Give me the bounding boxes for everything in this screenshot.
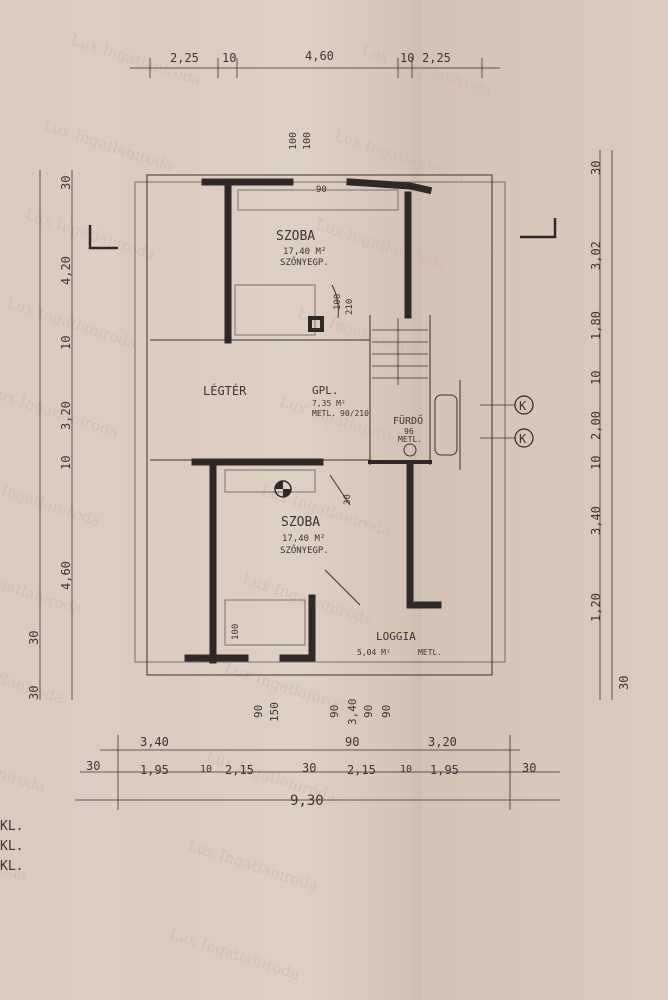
dim-right: 30	[589, 161, 603, 175]
room-area: 96	[404, 427, 414, 436]
section-marker-left	[88, 225, 118, 250]
dim-bottom: 10	[200, 764, 212, 775]
washbasin	[403, 443, 417, 457]
dim-left: 10	[59, 456, 73, 470]
room-area: 17,40 M²	[283, 247, 326, 257]
dim-left: 10	[59, 336, 73, 350]
section-marker-right	[520, 218, 557, 239]
dim-right: 1,20	[589, 593, 603, 622]
door-swing	[324, 569, 361, 606]
dim-left: 30	[27, 631, 41, 645]
bathtub	[434, 394, 458, 456]
dim-left: 4,60	[59, 561, 73, 590]
wall	[406, 461, 442, 609]
dim-left: 3,20	[59, 401, 73, 430]
dim-bottom: 1,95	[430, 763, 459, 777]
room-name: SZOBA	[276, 229, 315, 244]
dim-bottom-vertical: 90	[252, 705, 265, 718]
thick-walls	[184, 178, 442, 664]
room-floor: METL.	[398, 435, 422, 444]
room-floor: METL.	[312, 409, 336, 418]
wall	[308, 316, 324, 332]
dim-misc: 100	[231, 624, 241, 640]
dim-bottom: 30	[302, 761, 316, 775]
room-area: 7,35 M²	[312, 399, 346, 408]
dim-bottom-vertical: 90	[328, 705, 341, 718]
door-swing	[331, 284, 339, 319]
dimension-lines	[39, 58, 613, 810]
dim-bottom: 3,20	[428, 735, 457, 749]
dim-left: 30	[27, 686, 41, 700]
dim-right: 10	[589, 371, 603, 385]
bed	[234, 284, 316, 336]
room-area: 17,40 M²	[282, 534, 325, 544]
dim-top: 2,25	[422, 51, 451, 65]
wardrobe	[224, 469, 316, 493]
dim-bottom-vertical: 150	[268, 702, 281, 722]
dim-bottom: 1,95	[140, 763, 169, 777]
dim-bottom: 3,40	[140, 735, 169, 749]
dim-misc: 100	[333, 294, 343, 310]
bed	[224, 599, 306, 646]
margin-note: KL.	[0, 819, 23, 834]
margin-note: KL.	[0, 839, 23, 854]
dim-right: 1,80	[589, 311, 603, 340]
room-labels: SZOBA 17,40 M² SZŐNYEGP. LÉGTÉR GPL. 7,3…	[203, 229, 442, 657]
dim-top: 10	[400, 51, 414, 65]
dim-bottom: 2,15	[347, 763, 376, 777]
dim-top: 2,25	[170, 51, 199, 65]
wall	[279, 594, 316, 662]
dim-misc: 30	[343, 494, 353, 505]
margin-note: KL.	[0, 859, 23, 874]
room-name: LÉGTÉR	[203, 383, 247, 398]
dim-right: 2,00	[589, 411, 603, 440]
room-name: SZOBA	[281, 515, 320, 530]
dim-top: 10	[222, 51, 236, 65]
door-swing	[329, 474, 351, 506]
dim-bottom: 30	[522, 761, 536, 775]
dim-door: 100	[302, 132, 313, 150]
room-floor: SZŐNYEGP.	[280, 545, 329, 556]
dim-misc: 210	[345, 299, 355, 315]
dim-bottom-vertical: 90	[380, 705, 393, 718]
symbol-label: K	[519, 399, 527, 413]
dim-bottom-vertical: 3,40	[346, 699, 359, 726]
wardrobe	[237, 189, 399, 211]
dim-bottom: 2,15	[225, 763, 254, 777]
symbol-label: K	[519, 432, 527, 446]
wall	[346, 178, 433, 195]
dim-right: 3,02	[589, 241, 603, 270]
room-floor: SZŐNYEGP.	[280, 257, 329, 268]
dim-left: 4,20	[59, 256, 73, 285]
room-floor: METL.	[418, 648, 442, 657]
chimney-marks: K K	[480, 395, 534, 448]
chimney-symbol	[274, 480, 292, 498]
dim-right: 3,40	[589, 506, 603, 535]
dim-bottom: 10	[400, 764, 412, 775]
staircase	[372, 318, 428, 385]
dim-left: 30	[59, 176, 73, 190]
dim-total: 9,30	[290, 793, 324, 809]
margin-notes: KL. KL. KL.	[0, 819, 23, 874]
section-markers	[88, 218, 557, 250]
dim-bottom: 30	[86, 759, 100, 773]
dim-bottom-vertical: 90	[362, 705, 375, 718]
building-outline	[146, 174, 493, 676]
dim-bottom: 90	[345, 735, 359, 749]
room-area: 5,04 M²	[357, 648, 391, 657]
dim-door: 100	[288, 132, 299, 150]
inner-outline	[134, 181, 506, 663]
dim-right: 10	[589, 456, 603, 470]
room-name: GPL.	[312, 384, 339, 397]
door-size: 90/210	[340, 409, 369, 418]
dimension-texts: 2,25 10 4,60 10 2,25 100 100 90 30 4,20 …	[27, 49, 631, 809]
dim-door: 90	[316, 185, 327, 195]
dim-top: 4,60	[305, 49, 334, 63]
room-name: LOGGIA	[376, 630, 416, 643]
room-name: FÜRDŐ	[393, 413, 423, 427]
dim-right: 30	[617, 676, 631, 690]
